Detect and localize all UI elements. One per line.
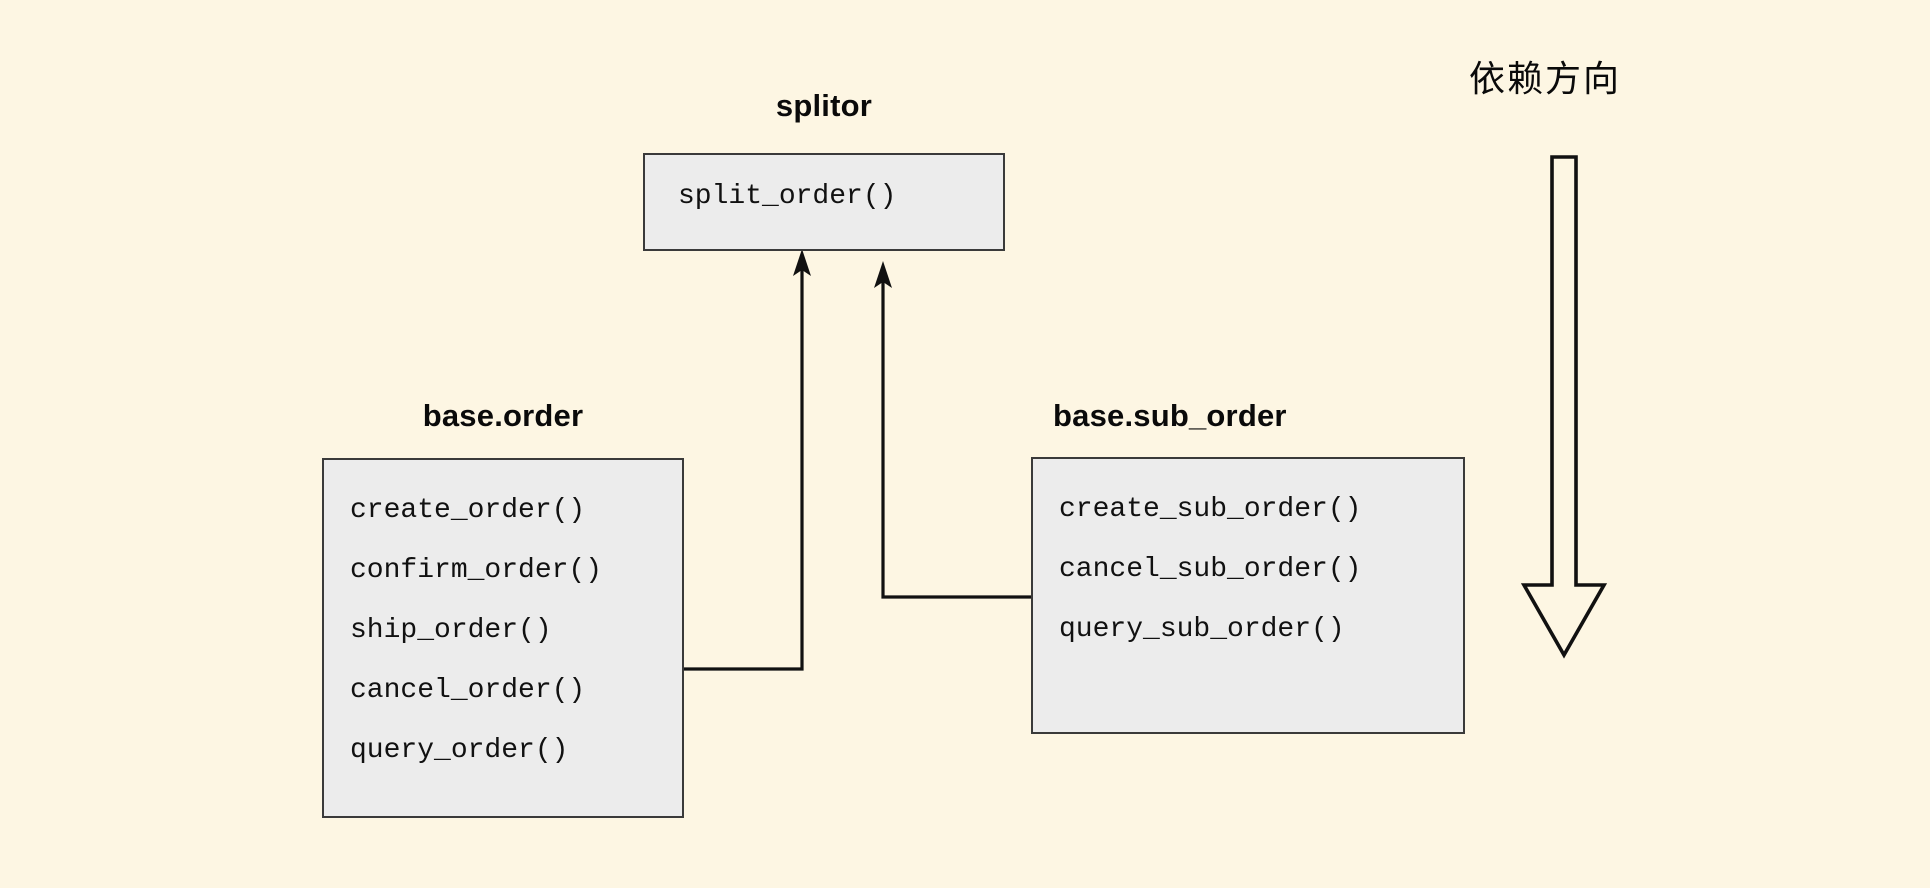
module-base-sub-order-method-list: create_sub_order() cancel_sub_order() qu… bbox=[1033, 459, 1463, 660]
module-base-order-method-list: create_order() confirm_order() ship_orde… bbox=[324, 460, 682, 781]
method-item[interactable]: cancel_order() bbox=[350, 675, 586, 706]
method-item[interactable]: confirm_order() bbox=[350, 555, 603, 586]
edge-base-sub-order-to-splitor bbox=[874, 261, 1031, 599]
edge-base-order-to-splitor bbox=[684, 249, 811, 671]
arrowhead-icon bbox=[874, 261, 892, 288]
method-item[interactable]: split_order() bbox=[678, 181, 897, 212]
module-base-order-title: base.order bbox=[422, 398, 584, 433]
method-item[interactable]: create_order() bbox=[350, 495, 586, 526]
method-item[interactable]: query_order() bbox=[350, 735, 569, 766]
arrowhead-icon bbox=[793, 249, 811, 276]
dependency-direction-arrow bbox=[1509, 155, 1619, 660]
module-splitor-box[interactable]: split_order() bbox=[643, 153, 1005, 251]
dependency-direction-label: 依赖方向 bbox=[1468, 59, 1621, 100]
module-base-sub-order-title: base.sub_order bbox=[1053, 398, 1287, 433]
down-arrow-icon bbox=[1520, 155, 1608, 659]
module-base-order-box[interactable]: create_order() confirm_order() ship_orde… bbox=[322, 458, 684, 818]
method-item[interactable]: cancel_sub_order() bbox=[1059, 554, 1362, 585]
module-splitor-title: splitor bbox=[775, 88, 873, 123]
method-item[interactable]: ship_order() bbox=[350, 615, 552, 646]
module-splitor-method-list: split_order() bbox=[645, 155, 1003, 212]
dependency-direction-annotation: 依赖方向 bbox=[1430, 50, 1660, 102]
method-item[interactable]: create_sub_order() bbox=[1059, 494, 1362, 525]
method-item[interactable]: query_sub_order() bbox=[1059, 614, 1345, 645]
module-base-sub-order-box[interactable]: create_sub_order() cancel_sub_order() qu… bbox=[1031, 457, 1465, 734]
